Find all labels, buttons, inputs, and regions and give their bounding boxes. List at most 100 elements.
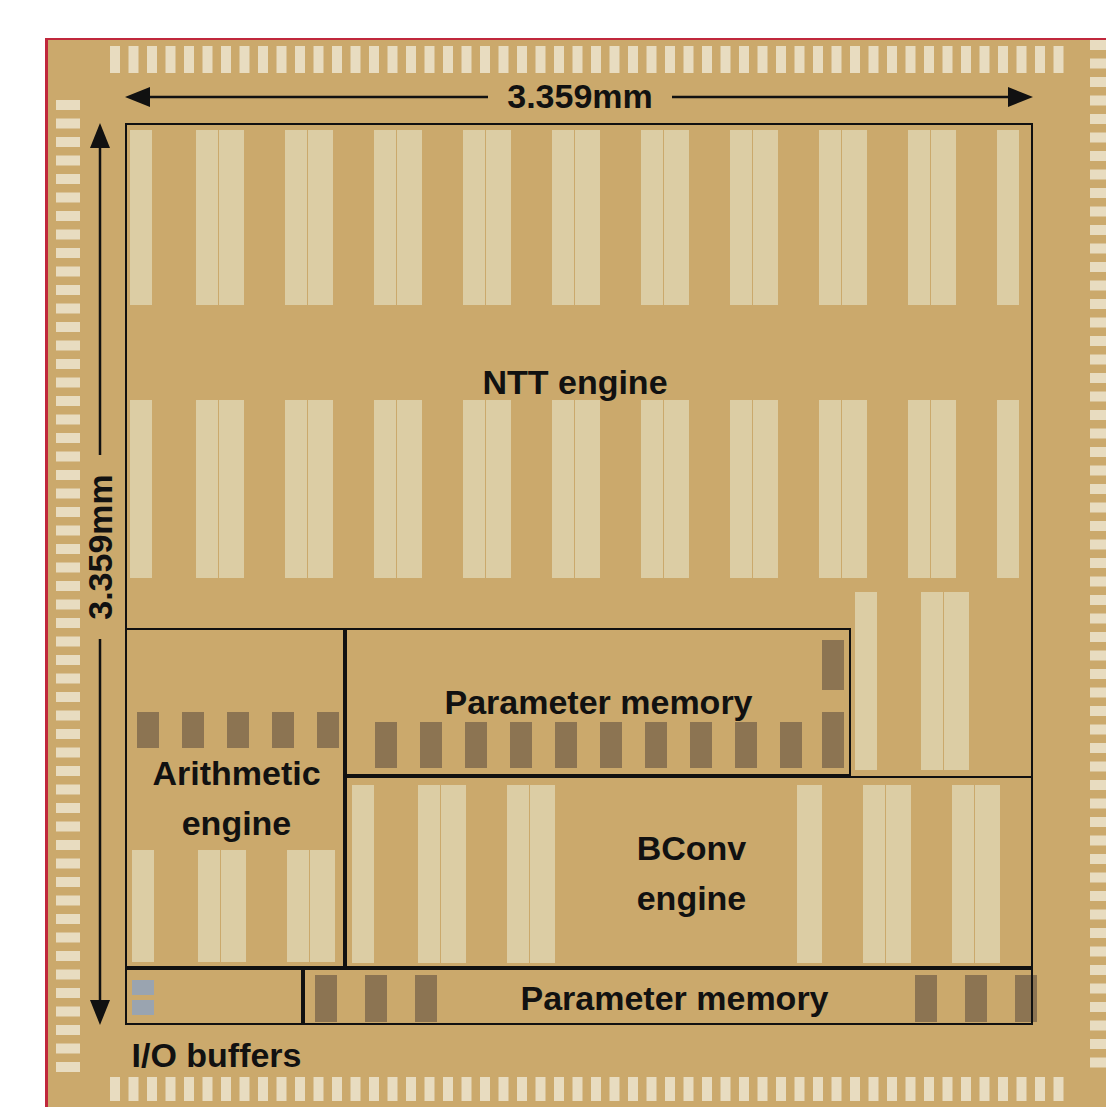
bond-pad — [795, 1077, 805, 1101]
bond-pad — [998, 1077, 1008, 1101]
label-patch — [488, 76, 672, 116]
bond-pad — [1054, 1077, 1064, 1101]
bond-pad — [56, 877, 80, 887]
bond-pad — [702, 46, 712, 73]
bond-pad — [425, 46, 435, 73]
chip-block: Parameter memory — [303, 968, 1033, 1025]
bond-pad — [203, 46, 213, 73]
parameter-cell — [317, 712, 339, 748]
bond-pad — [647, 1077, 657, 1101]
bond-pad — [1090, 706, 1106, 716]
bond-pad — [1090, 725, 1106, 735]
bond-pad — [536, 46, 546, 73]
bond-pad — [906, 46, 916, 73]
block-label: NTT engine — [375, 357, 775, 407]
bond-pad — [480, 46, 490, 73]
bond-pad — [147, 46, 157, 73]
bond-pad — [961, 1077, 971, 1101]
bond-pad — [56, 119, 80, 129]
bond-pad — [1090, 336, 1106, 346]
bond-pad — [56, 285, 80, 295]
bond-pad — [56, 785, 80, 795]
bond-pad — [56, 1044, 80, 1054]
bond-pad — [369, 46, 379, 73]
bond-pad — [56, 304, 80, 314]
bond-pad — [443, 1077, 453, 1101]
memory-bank — [285, 130, 307, 305]
memory-bank — [308, 130, 330, 305]
bond-pad — [56, 359, 80, 369]
bond-pad — [56, 840, 80, 850]
bond-pad — [56, 674, 80, 684]
memory-bank — [842, 130, 864, 305]
memory-bank — [575, 400, 597, 578]
bond-pad — [406, 1077, 416, 1101]
bond-pad — [1090, 299, 1106, 309]
bond-pad — [56, 914, 80, 924]
bond-pad — [739, 46, 749, 73]
bond-pad — [1090, 151, 1106, 161]
bond-pad — [56, 415, 80, 425]
bond-pad — [1090, 1039, 1106, 1049]
bond-pad — [1090, 188, 1106, 198]
bond-pad — [332, 46, 342, 73]
bond-pad — [998, 46, 1008, 73]
bond-pad — [56, 544, 80, 554]
block-label: Parameter memory — [425, 973, 925, 1023]
bond-pad — [906, 1077, 916, 1101]
memory-bank — [730, 130, 752, 305]
memory-bank — [908, 130, 930, 305]
parameter-cell — [415, 975, 437, 1022]
memory-bank — [219, 130, 241, 305]
io-cell — [132, 980, 154, 995]
memory-bank — [397, 130, 419, 305]
bond-pad — [1090, 688, 1106, 698]
memory-bank — [855, 592, 877, 770]
bond-pad — [1090, 558, 1106, 568]
bond-pad — [1090, 743, 1106, 753]
parameter-cell — [272, 712, 294, 748]
bond-pad — [129, 1077, 139, 1101]
parameter-cell — [822, 640, 844, 690]
bond-pad — [1090, 262, 1106, 272]
memory-bank — [819, 400, 841, 578]
bond-pad — [351, 1077, 361, 1101]
bond-pad — [980, 1077, 990, 1101]
bond-pad — [1090, 817, 1106, 827]
memory-bank — [221, 850, 243, 962]
dimension-arrows — [90, 87, 1033, 1025]
bond-pad — [351, 46, 361, 73]
bond-pad — [425, 1077, 435, 1101]
parameter-cell — [690, 722, 712, 768]
bond-pad — [1090, 928, 1106, 938]
parameter-cell — [600, 722, 622, 768]
bond-pad — [56, 896, 80, 906]
memory-bank — [552, 400, 574, 578]
bond-pad — [1090, 595, 1106, 605]
bond-pad — [610, 1077, 620, 1101]
bond-pad — [499, 46, 509, 73]
bond-pad — [573, 1077, 583, 1101]
memory-bank — [486, 400, 508, 578]
bond-pad — [1090, 447, 1106, 457]
bond-pad — [443, 46, 453, 73]
chip-block: Parameter memory — [345, 628, 851, 776]
bond-pad — [721, 1077, 731, 1101]
memory-bank — [310, 850, 332, 962]
parameter-cell — [227, 712, 249, 748]
memory-bank — [397, 400, 419, 578]
bond-pad — [129, 46, 139, 73]
bond-pad — [795, 46, 805, 73]
bond-pad — [56, 692, 80, 702]
bond-pad — [832, 46, 842, 73]
bond-pad — [110, 1077, 120, 1101]
memory-bank — [130, 400, 152, 578]
bond-pad — [776, 46, 786, 73]
io-cell — [132, 1000, 154, 1015]
memory-bank — [308, 400, 330, 578]
bond-pad — [56, 655, 80, 665]
memory-bank — [507, 785, 529, 963]
bond-pad — [1090, 96, 1106, 106]
bond-pad — [961, 46, 971, 73]
memory-bank — [575, 130, 597, 305]
